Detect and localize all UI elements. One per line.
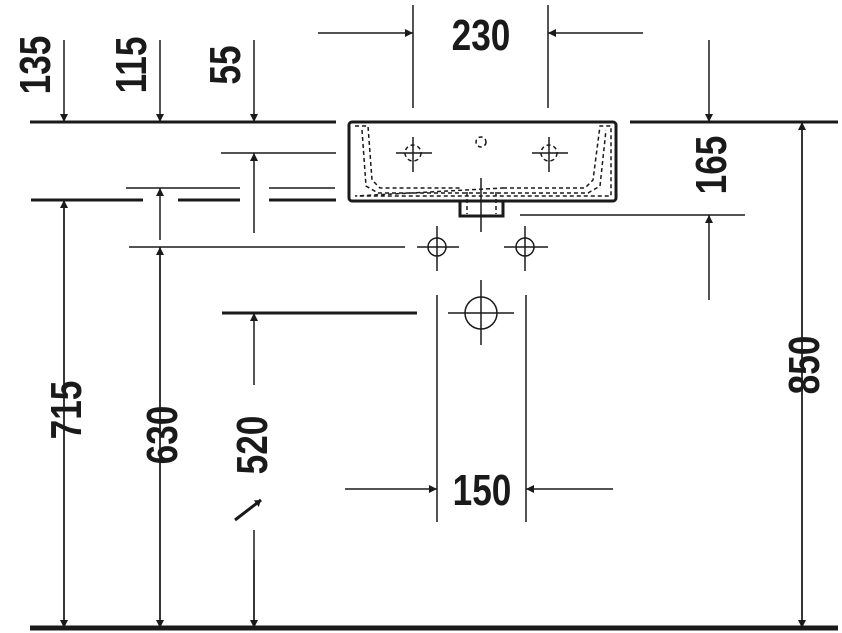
reference-lines — [30, 5, 838, 522]
tap-hole-left — [396, 137, 432, 172]
supply-connection-right — [504, 226, 548, 271]
dim-630: 630 — [138, 406, 187, 465]
dim-520: 520 — [228, 416, 277, 475]
dim-150: 150 — [453, 466, 512, 515]
pointer-arrow-icon — [234, 498, 262, 522]
dim-55: 55 — [201, 45, 250, 84]
dim-165: 165 — [687, 136, 736, 195]
waste-connection — [448, 280, 514, 345]
dim-850: 850 — [780, 336, 829, 395]
supply-connection-left — [417, 226, 459, 271]
dim-715: 715 — [42, 381, 91, 440]
dim-230: 230 — [452, 11, 511, 60]
washbasin — [347, 120, 618, 232]
dim-135: 135 — [11, 36, 60, 95]
dim-115: 115 — [107, 37, 156, 94]
dimension-arrows — [60, 29, 806, 628]
overflow-hole — [475, 136, 487, 148]
tap-hole-right — [532, 137, 568, 172]
